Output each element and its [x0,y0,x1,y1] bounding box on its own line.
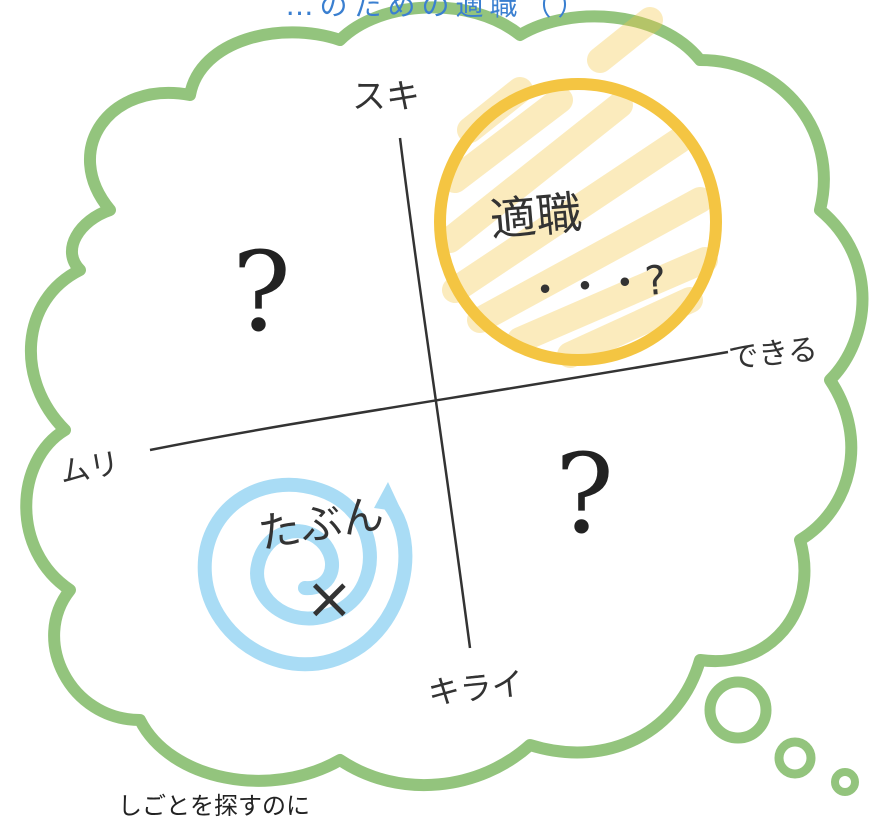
axis-label-left: ムリ [57,446,122,491]
yellow-highlight [434,7,722,368]
thought-bubble-small [831,768,859,796]
quadrant-top-left-question: ? [232,228,291,356]
thought-bubble-large [704,676,772,744]
axis-label-top: スキ [352,77,420,117]
axis-label-bottom: キライ [426,664,525,712]
quadrant-top-right-title: 適職 [488,185,584,247]
axis-label-right: できる [727,332,820,376]
thought-bubble-medium [774,737,816,779]
quadrant-bottom-left-mark: × [305,564,354,632]
partial-top-caption: …のための適職（） [285,0,592,22]
partial-bottom-caption: しごとを探すのに [118,792,310,820]
horizontal-axis [149,350,729,452]
quadrant-bottom-right-question: ? [555,430,614,558]
blue-spiral [197,477,413,672]
thought-cloud [20,1,869,791]
vertical-axis [398,137,472,649]
